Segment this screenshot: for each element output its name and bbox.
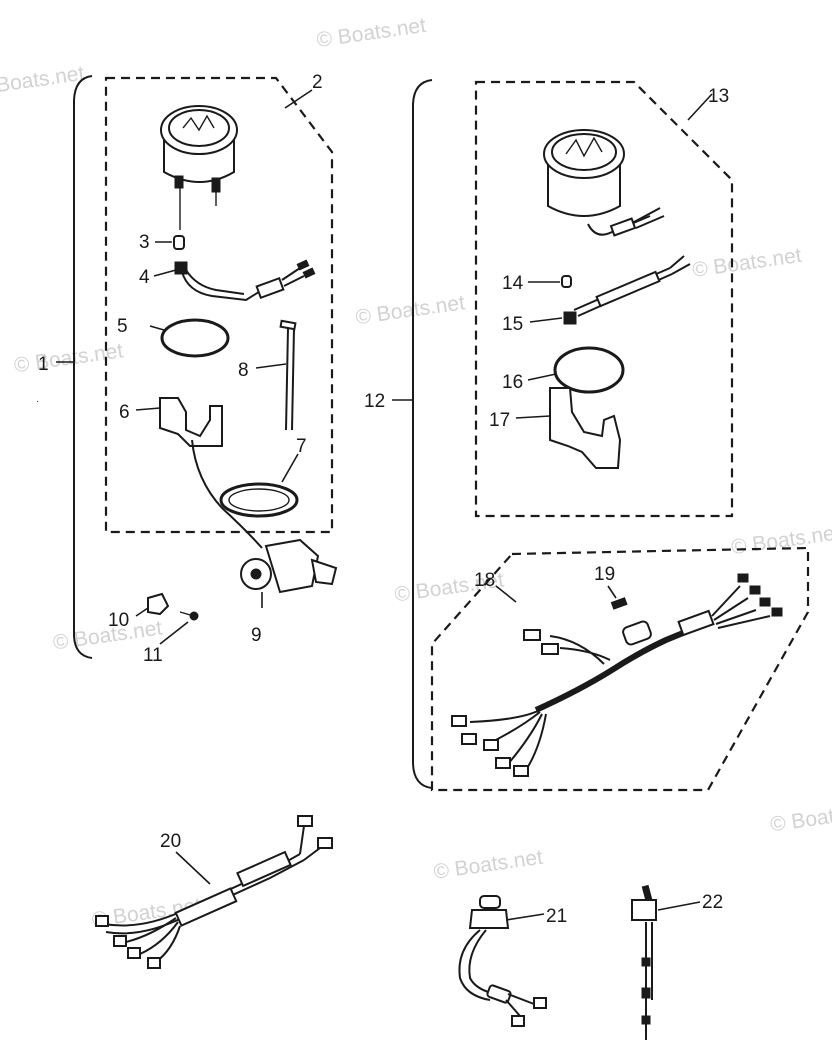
gauge-box-13 [474,80,734,518]
lead-wire-4 [174,259,316,302]
bracket-17 [549,387,622,469]
callout-16: 16 [502,372,523,393]
lead-wire-14 [561,255,691,317]
grommet-5 [160,318,230,358]
speed-sender-9 [240,538,338,594]
callout-6: 6 [119,402,130,423]
callout-17: 17 [489,410,510,431]
watermark: © Boats.net [769,798,832,836]
kit-group-12: 12 13 14 15 16 17 18 19 [364,79,810,792]
kit-group-1: 1 2 3 4 5 6 7 8 9 10 11 [38,72,338,666]
callout-22: 22 [702,892,723,913]
callout-5: 5 [117,316,128,337]
callout-9: 9 [251,625,262,646]
callout-13: 13 [708,86,729,107]
terminal-15 [563,311,577,325]
callout-18: 18 [474,570,495,591]
water-temp-gauge [543,129,665,237]
watermark: © Boats.net [691,244,803,282]
clamp-10 [147,592,170,616]
watermark: © Boats.net [315,14,427,52]
watermark: © Boats.net [12,339,124,377]
fuse-19 [610,597,628,610]
watermark: © Boats.net [652,0,764,5]
callout-19: 19 [594,564,615,585]
watermark: © Boats.net [354,291,466,329]
screw-11 [179,611,199,621]
callout-2: 2 [312,72,323,93]
sender-cable [191,439,263,549]
bracket-6 [159,397,223,447]
callout-8: 8 [238,360,249,381]
band-8 [279,319,297,431]
kit-bracket-1 [73,75,93,659]
callout-11: 11 [143,645,163,666]
tachometer-gauge [160,105,238,206]
watermarks: © Boats.net © Boats.net © Boats.net © Bo… [0,0,832,932]
watermark: © Boats.net [0,62,86,100]
callout-10: 10 [108,610,129,631]
grommet-16 [553,346,625,394]
callout-7: 7 [296,436,307,457]
watermark: © Boats.net [730,521,832,559]
switch-22 [631,884,657,1040]
callout-12: 12 [364,391,385,412]
stray-dot: · [36,396,39,407]
callout-1: 1 [38,354,49,375]
watermark: © Boats.net [432,846,544,884]
callout-4: 4 [139,267,150,288]
cap-3 [173,235,185,250]
wiring-harness-18 [451,573,783,777]
callout-15: 15 [502,314,523,335]
wire-harness-20 [95,815,333,969]
callout-3: 3 [139,232,150,253]
callout-20: 20 [160,831,181,852]
gauge-box-2 [104,76,334,534]
callout-21: 21 [546,906,567,927]
callout-14: 14 [502,273,524,294]
kit-bracket-12 [412,79,433,789]
switch-21 [458,895,547,1027]
